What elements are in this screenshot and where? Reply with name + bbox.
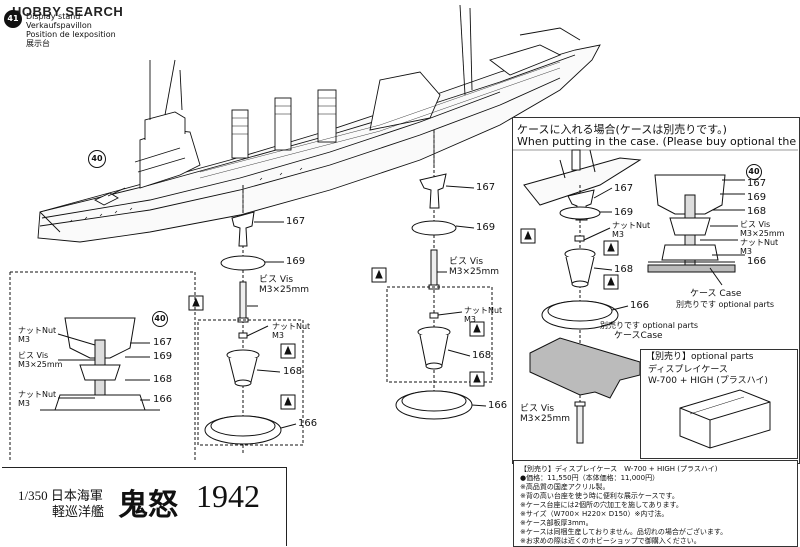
case-part-166: 166 (630, 300, 650, 311)
case-xs-167: 167 (747, 178, 767, 189)
mid-part-167-label: 167 (476, 182, 496, 193)
title-year: 1942 (196, 478, 260, 514)
middle-assembly (371, 130, 493, 420)
case-label: ケース Case (690, 289, 742, 299)
case-nut-label: ナットNut M3 (612, 221, 651, 239)
step-title-fr: Position de lexposition (26, 30, 116, 39)
mid-nut-spec: M3 (464, 315, 476, 324)
case-xs-168: 168 (747, 206, 767, 217)
case-part-168: 168 (614, 264, 634, 275)
nut-label: ナットNut M3 (272, 322, 310, 340)
nut-spec: M3 (272, 331, 284, 340)
case-xs-169: 169 (747, 192, 767, 203)
title-maker: 日本海軍 (50, 488, 103, 503)
case-screw-label: ビス Vis M3×25mm (520, 404, 571, 424)
part-40-badge-ship: 40 (88, 150, 106, 168)
inset-part-166-label: 166 (153, 394, 173, 405)
title-scale-block: 1/350 日本海軍 (18, 485, 103, 504)
part-167-label: 167 (286, 216, 306, 227)
part-168-label: 168 (283, 366, 303, 377)
note-line-3: ※高品質の国産アクリル製。 (520, 483, 610, 491)
step-title-de: Verkaufspavillon (26, 21, 92, 30)
optional-box-name: ディスプレイケース (648, 365, 728, 375)
case-xs-166: 166 (747, 256, 767, 267)
case-part-167: 167 (614, 183, 634, 194)
mid-screw-name: ビス Vis (449, 257, 484, 267)
mid-part-166-label: 166 (488, 400, 508, 411)
case-title-en: When putting in the case. (Please buy op… (517, 135, 800, 148)
title-scale: 1/350 (18, 488, 48, 503)
inset-nut-label-2: ナットNut M3 (18, 390, 57, 408)
part-169-label: 169 (286, 256, 306, 267)
step-title-jp: 展示台 (26, 39, 50, 48)
optional-parts-box (640, 349, 798, 459)
note-line-9: ※お求めの際は近くのホビーショップで御購入ください。 (520, 537, 701, 545)
logo-text: HOBBY SEARCH (12, 4, 124, 19)
mid-nut-name: ナットNut (464, 306, 503, 315)
inset-cross-section (9, 271, 196, 462)
step-title-en: Display stand (26, 12, 81, 21)
screw-spec: M3×25mm (259, 285, 310, 295)
notes-box: 【別売り】ディスプレイケース W-700 + HIGH (プラスハイ) ●価格：… (513, 460, 798, 547)
screw-label: ビス Vis M3×25mm (259, 275, 309, 295)
mid-part-168-label: 168 (472, 350, 492, 361)
mid-nut-label: ナットNut M3 (464, 306, 502, 324)
logo: HOBBY SEARCH (12, 4, 123, 19)
note-line-7: ※ケース部板厚3mm。 (520, 519, 593, 527)
note-line-8: ※ケースは同梱生産しておりません。品切れの場合がございます。 (520, 528, 728, 536)
mid-screw-label: ビス Vis M3×25mm (449, 257, 499, 277)
mid-screw-spec: M3×25mm (449, 267, 500, 277)
inset-screw-label: ビス Vis M3×25mm (18, 351, 63, 369)
case-optional-note-2: 別売りです optional parts (600, 321, 699, 330)
case-xs-screw: ビス Vis M3×25mm (740, 220, 785, 238)
note-line-1: 【別売り】ディスプレイケース W-700 + HIGH (プラスハイ) (520, 465, 718, 473)
screw-name: ビス Vis (259, 275, 294, 285)
case-assembly (520, 149, 771, 449)
inset-part-40-badge: 40 (152, 311, 168, 327)
inset-part-167-label: 167 (153, 337, 173, 348)
title-ship-name: 鬼怒 (118, 489, 178, 522)
inset-nut-label-1: ナットNut M3 (18, 326, 57, 344)
case-xs-nut: ナットNut M3 (740, 238, 779, 256)
note-line-4: ※背の高い台座を使う時に便利な展示ケースです。 (520, 492, 679, 500)
mid-part-169-label: 169 (476, 222, 496, 233)
case-part-40-badge: 40 (746, 164, 762, 180)
optional-box-title: 【別売り】optional parts (646, 352, 754, 362)
step-title-list: Display stand Verkaufspavillon Position … (26, 12, 116, 48)
note-line-5: ※ケース台座には2個所の穴加工を施してあります。 (520, 501, 683, 509)
ship-illustration (37, 4, 601, 243)
part-166-label: 166 (298, 418, 318, 429)
inset-part-168-label: 168 (153, 374, 173, 385)
title-type: 軽巡洋艦 (52, 504, 105, 519)
inset-part-169-label: 169 (153, 351, 173, 362)
note-line-2: ●価格：11,550円（本体価格：11,000円） (520, 474, 660, 482)
case-optional-note: 別売りです optional parts (676, 300, 775, 309)
optional-box-model: W-700 + HIGH (プラスハイ) (648, 376, 768, 386)
title-block (2, 467, 287, 546)
step-number-badge: 41 (4, 10, 22, 28)
left-assembly (188, 185, 304, 455)
case-title-jp: ケースに入れる場合(ケースは別売りです。) (517, 123, 727, 136)
case-part-169: 169 (614, 207, 634, 218)
case-label-2: ケースCase (614, 331, 663, 341)
note-line-6: ※サイズ（W700× H220× D150）※内寸法。 (520, 510, 669, 518)
nut-name: ナットNut (272, 322, 311, 331)
